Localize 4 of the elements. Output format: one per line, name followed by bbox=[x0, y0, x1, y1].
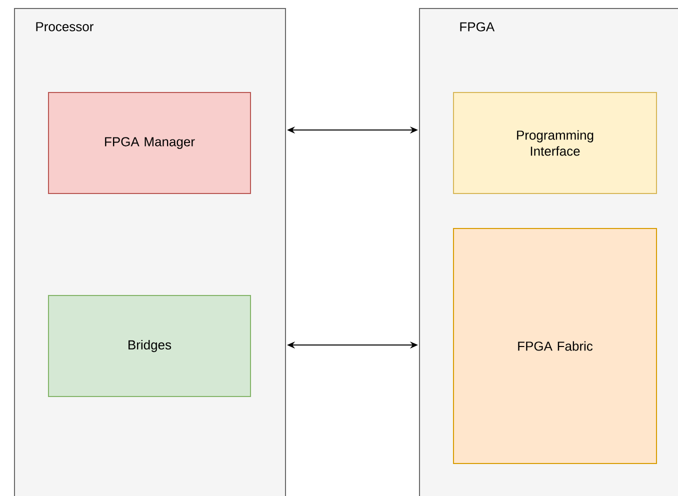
component-box: FPGA Fabric bbox=[453, 228, 657, 464]
component-box: Programming Interface bbox=[453, 92, 657, 194]
component-box: Bridges bbox=[48, 295, 251, 397]
component-box: FPGA Manager bbox=[48, 92, 251, 194]
